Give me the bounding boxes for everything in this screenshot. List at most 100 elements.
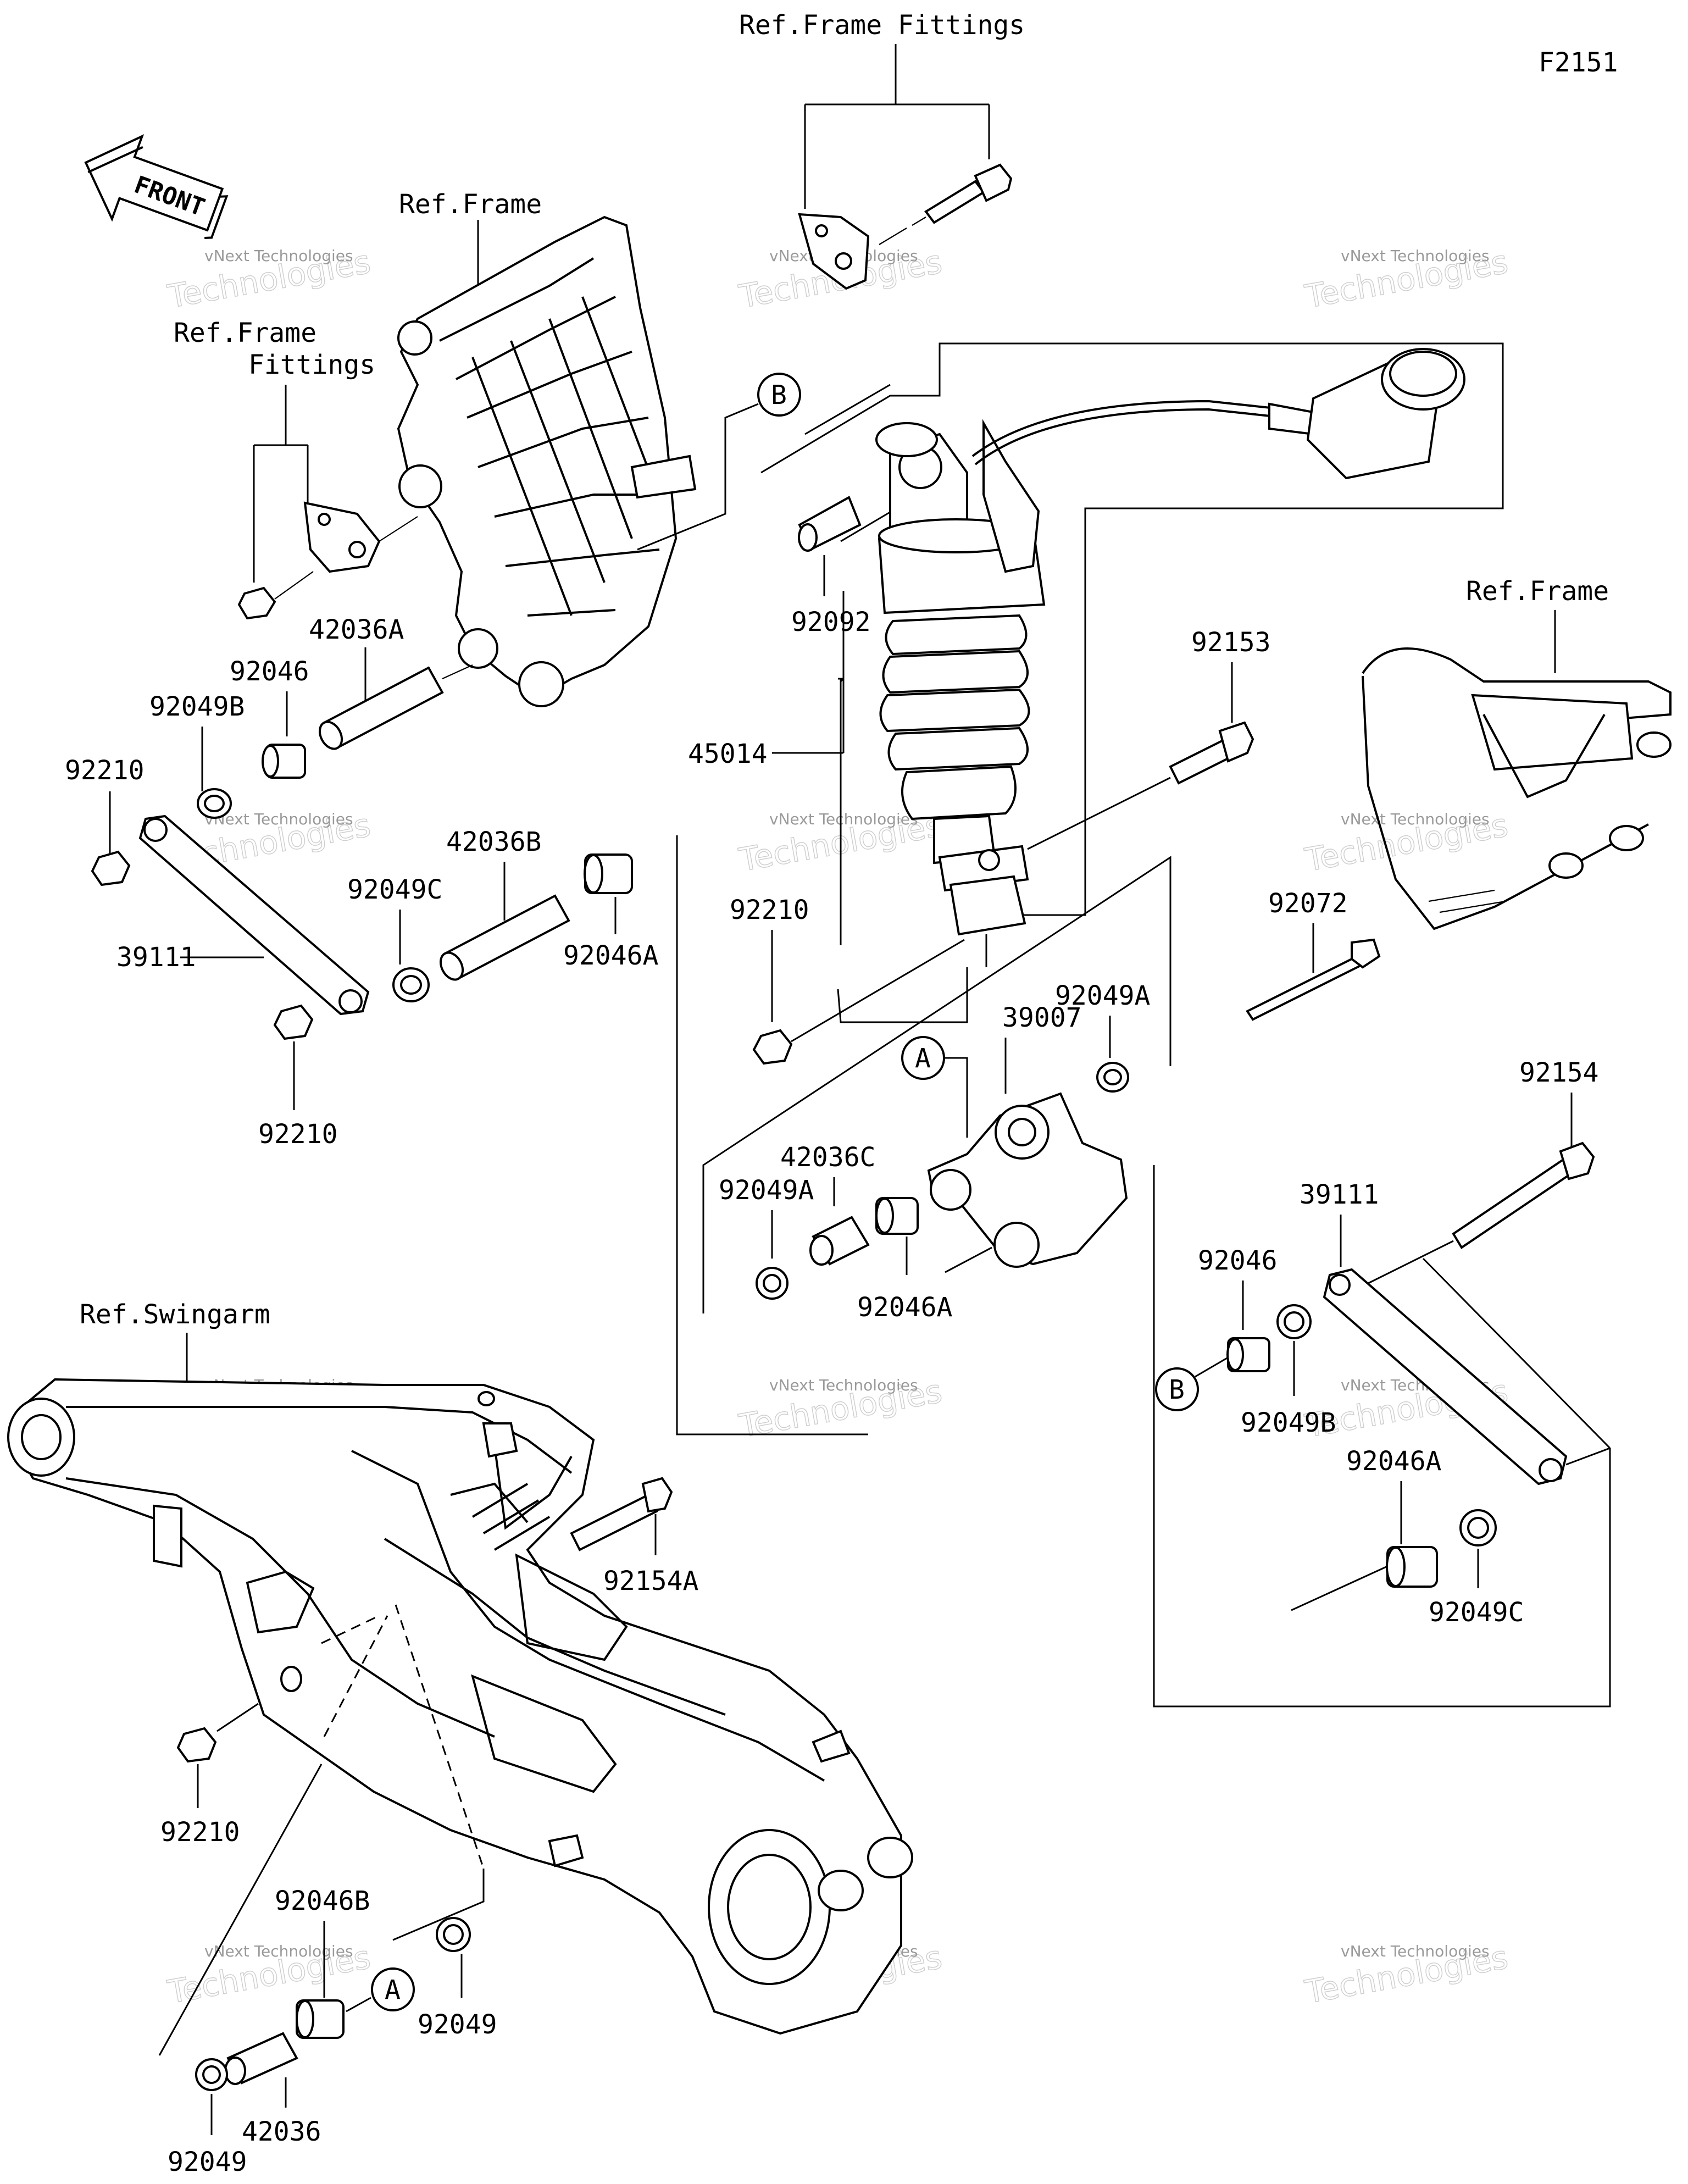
collar-92092 bbox=[798, 496, 862, 552]
pivot-dash-2 bbox=[323, 1604, 485, 1869]
collar-42036B bbox=[439, 894, 570, 981]
seal-92049B-left bbox=[197, 788, 232, 819]
label-92210-c: 92210 bbox=[730, 895, 809, 925]
callout-a-bottom: A bbox=[371, 1967, 415, 2011]
ref-frame-fittings-left-line1: Ref.Frame bbox=[174, 318, 316, 348]
leader-ref-frame-fittings-left bbox=[253, 385, 309, 583]
svg-text:B: B bbox=[1169, 1374, 1185, 1405]
label-92049A-right: 92049A bbox=[1055, 980, 1150, 1011]
frame-fitting-plate-top bbox=[798, 213, 870, 290]
leader-callout-b-top bbox=[637, 403, 759, 551]
link-group-box bbox=[702, 856, 1171, 1313]
label-92154A: 92154A bbox=[603, 1566, 698, 1597]
ref-frame-left: Ref.Frame bbox=[399, 189, 542, 220]
collar-42036 bbox=[224, 2032, 298, 2085]
callout-b-top: B bbox=[757, 373, 801, 417]
ref-frame-fittings-left-line2: Fittings bbox=[248, 350, 375, 380]
collar-42036C bbox=[809, 1216, 870, 1266]
watermark-top-right: Technologies vNext Technologies bbox=[1302, 242, 1511, 315]
bearing-92046A-right bbox=[1386, 1546, 1438, 1588]
ref-frame-fittings-top: Ref.Frame Fittings bbox=[739, 10, 1025, 41]
watermark-top-left: Technologies vNext Technologies bbox=[164, 242, 374, 315]
watermark-text: vNext Technologies bbox=[1341, 810, 1490, 828]
seal-92049A-left bbox=[756, 1267, 789, 1300]
frame-fitting-bolt-top bbox=[879, 163, 1013, 245]
nut-92210-b bbox=[273, 1004, 314, 1040]
callout-b-right: B bbox=[1155, 1367, 1199, 1411]
leader-92153-shaft bbox=[1027, 777, 1171, 850]
swingarm-body bbox=[7, 1378, 913, 2035]
frame-casting-left bbox=[397, 215, 697, 707]
leader-45014-bracket bbox=[838, 591, 845, 754]
watermark-text: vNext Technologies bbox=[204, 1942, 353, 1960]
label-92046-right: 92046 bbox=[1198, 1245, 1278, 1276]
watermark-bottom-right: Technologies vNext Technologies bbox=[1302, 1938, 1511, 2011]
bolt-92154A bbox=[570, 1477, 673, 1551]
label-92049-b: 92049 bbox=[168, 2147, 247, 2177]
svg-text:A: A bbox=[385, 1975, 401, 2005]
label-92072: 92072 bbox=[1268, 888, 1348, 919]
seal-92049A-right bbox=[1096, 1062, 1129, 1093]
label-42036A: 42036A bbox=[309, 614, 404, 645]
label-92049B-right: 92049B bbox=[1241, 1407, 1336, 1438]
leader-bearing-92046B-callout bbox=[346, 1997, 371, 2013]
watermark-text: vNext Technologies bbox=[1341, 247, 1490, 265]
shock-lower-bracket bbox=[837, 967, 968, 1023]
swingarm-bearing-bracket bbox=[158, 1764, 485, 2056]
bearing-92046-left bbox=[262, 744, 306, 779]
ref-frame-right: Ref.Frame bbox=[1466, 576, 1609, 607]
tie-rod-39111-right bbox=[1323, 1268, 1568, 1485]
diagram-code: F2151 bbox=[1539, 47, 1618, 78]
label-92210-b: 92210 bbox=[258, 1119, 338, 1150]
watermark-mid-right: Technologies vNext Technologies bbox=[1302, 806, 1511, 879]
ref-swingarm: Ref.Swingarm bbox=[80, 1299, 270, 1330]
leader-shock-lower-bolt bbox=[791, 939, 965, 1043]
frame-rear-section-right bbox=[1362, 647, 1672, 930]
frame-fitting-plate-left bbox=[237, 501, 418, 620]
bearing-92046A-link bbox=[875, 1197, 919, 1235]
leader-92154-shaft bbox=[1368, 1240, 1454, 1284]
tie-rod-right-bracket bbox=[1422, 1257, 1611, 1466]
bearing-92046B bbox=[296, 1999, 345, 2039]
tie-rod-group-box-right bbox=[1153, 1165, 1611, 1708]
label-45014: 45014 bbox=[688, 739, 768, 769]
label-92049C-right: 92049C bbox=[1429, 1597, 1524, 1628]
bearing-92046-right bbox=[1226, 1337, 1270, 1372]
bolt-92153 bbox=[1169, 721, 1254, 785]
collar-42036A bbox=[318, 664, 473, 750]
label-42036: 42036 bbox=[242, 2116, 321, 2147]
label-42036B: 42036B bbox=[446, 827, 541, 857]
watermark-text: vNext Technologies bbox=[769, 810, 918, 828]
rear-shock-45014 bbox=[875, 348, 1465, 936]
svg-text:A: A bbox=[915, 1043, 931, 1074]
bolt-92154 bbox=[1452, 1141, 1595, 1249]
label-42036C: 42036C bbox=[780, 1142, 875, 1173]
seal-92049-a bbox=[436, 1917, 471, 1952]
label-92046A-link: 92046A bbox=[857, 1292, 952, 1323]
label-92046-left: 92046 bbox=[230, 656, 309, 687]
label-92049A-left: 92049A bbox=[719, 1175, 814, 1206]
leader-link-lower bbox=[945, 1246, 992, 1273]
svg-text:B: B bbox=[771, 380, 787, 411]
label-92049-a: 92049 bbox=[418, 2009, 497, 2040]
leader-ref-frame-fittings-top bbox=[804, 44, 990, 209]
label-92092: 92092 bbox=[791, 607, 871, 638]
pivot-dash-1 bbox=[321, 1615, 380, 1644]
label-92046B: 92046B bbox=[275, 1886, 370, 1916]
label-92046A-right: 92046A bbox=[1346, 1446, 1441, 1477]
cable-tie-92072 bbox=[1246, 938, 1381, 1021]
uni-trak-link-39007 bbox=[927, 1092, 1128, 1268]
tie-rod-group-box-left bbox=[676, 835, 868, 1435]
watermark-text: vNext Technologies bbox=[204, 247, 353, 265]
watermark-bottom-left: Technologies vNext Technologies bbox=[164, 1938, 374, 2011]
label-92154: 92154 bbox=[1519, 1057, 1599, 1088]
nut-92210-d bbox=[176, 1727, 217, 1763]
front-arrow-icon: FRONT bbox=[84, 134, 229, 239]
seal-92049B-right bbox=[1276, 1304, 1312, 1339]
seal-92049C-right bbox=[1459, 1509, 1497, 1546]
nut-92210-c bbox=[752, 1029, 793, 1065]
leader-callout-b-right bbox=[1195, 1356, 1229, 1378]
label-92046A-mid: 92046A bbox=[563, 940, 658, 971]
label-39111-right: 39111 bbox=[1300, 1179, 1379, 1210]
